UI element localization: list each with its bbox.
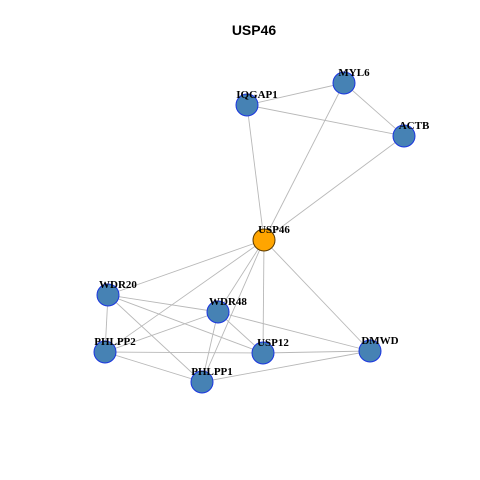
node-usp46 (252, 228, 276, 252)
node-label-iqgap1: IQGAP1 (236, 89, 278, 101)
edge-wdr20-phlpp1 (107, 294, 203, 383)
edge-phlpp2-usp12 (104, 351, 264, 354)
node-layer (93, 71, 416, 394)
edge-phlpp1-dmwd (201, 350, 371, 383)
edge-wdr20-wdr48 (107, 294, 219, 313)
edge-wdr48-dmwd (217, 311, 371, 352)
edge-usp46-dmwd (263, 239, 371, 352)
node-label-phlpp1: PHLPP1 (191, 366, 233, 378)
node-wdr48 (206, 300, 230, 324)
node-label-wdr48: WDR48 (209, 296, 247, 308)
edge-layer (104, 82, 405, 383)
node-wdr20 (96, 283, 120, 307)
edge-iqgap1-usp46 (246, 104, 265, 241)
edge-usp46-phlpp2 (104, 239, 265, 353)
edge-actb-usp46 (263, 135, 405, 241)
node-phlpp1 (190, 370, 214, 394)
edge-wdr48-phlpp1 (201, 311, 219, 383)
edge-wdr20-usp12 (107, 294, 264, 354)
node-dmwd (358, 339, 382, 363)
node-myl6 (332, 71, 356, 95)
edge-myl6-usp46 (263, 82, 345, 241)
edge-usp12-dmwd (262, 350, 371, 354)
edge-usp46-phlpp1 (201, 239, 265, 383)
node-usp12 (251, 341, 275, 365)
edge-myl6-actb (343, 82, 405, 137)
node-label-dmwd: DMWD (361, 335, 398, 347)
node-label-phlpp2: PHLPP2 (94, 336, 136, 348)
edge-usp46-wdr20 (107, 239, 265, 296)
edge-usp46-usp12 (262, 239, 265, 354)
node-label-usp12: USP12 (257, 337, 289, 349)
node-iqgap1 (235, 93, 259, 117)
edge-iqgap1-myl6 (246, 82, 345, 106)
edge-iqgap1-actb (246, 104, 405, 137)
node-phlpp2 (93, 340, 117, 364)
node-label-actb: ACTB (399, 120, 430, 132)
edge-wdr48-phlpp2 (104, 311, 219, 353)
node-actb (392, 124, 416, 148)
node-label-wdr20: WDR20 (99, 279, 137, 291)
diagram-title: USP46 (232, 22, 277, 38)
node-label-myl6: MYL6 (338, 67, 370, 79)
edge-usp46-wdr48 (217, 239, 265, 313)
edge-phlpp2-phlpp1 (104, 351, 203, 383)
node-label-usp46: USP46 (258, 224, 290, 236)
